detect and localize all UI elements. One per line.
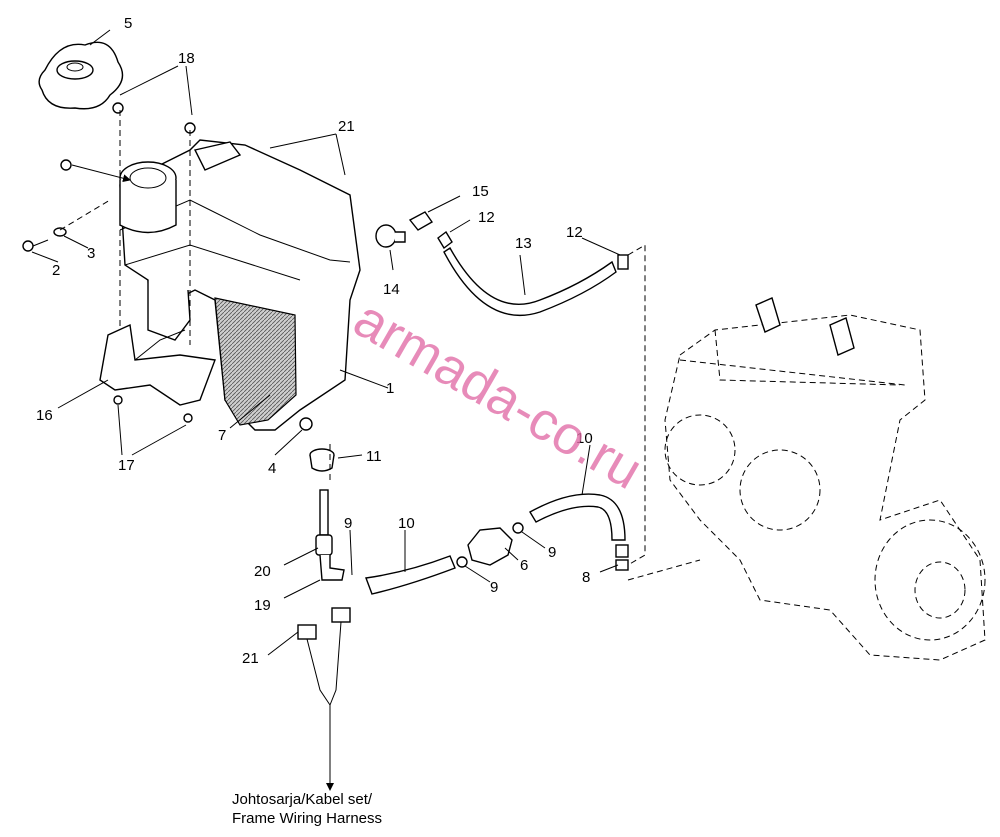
callout-10b: 10 xyxy=(398,515,415,532)
callout-10a: 10 xyxy=(576,430,593,447)
filler-cap xyxy=(38,41,124,110)
leader-lines xyxy=(31,29,621,656)
callout-11: 11 xyxy=(366,448,382,465)
callout-18: 18 xyxy=(178,50,195,67)
caption-line-1: Johtosarja/Kabel set/ xyxy=(232,791,373,808)
oil-tank xyxy=(119,139,361,431)
callout-4: 4 xyxy=(268,460,276,477)
tank-bracket xyxy=(99,323,216,406)
callout-15: 15 xyxy=(472,183,489,200)
callout-21a: 21 xyxy=(338,118,355,135)
callout-19: 19 xyxy=(254,597,271,614)
callout-1: 1 xyxy=(386,380,394,397)
heat-shield xyxy=(214,297,297,426)
level-sensor xyxy=(309,448,345,581)
callout-9c: 9 xyxy=(490,579,498,596)
callout-14: 14 xyxy=(383,281,400,298)
callouts: 1 2 3 4 5 6 7 8 9 9 9 10 10 11 12 12 13 … xyxy=(36,15,593,667)
callout-12b: 12 xyxy=(566,224,583,241)
hose-10-upper xyxy=(529,493,629,571)
callout-7: 7 xyxy=(218,427,226,444)
callout-6: 6 xyxy=(520,557,528,574)
callout-21b: 21 xyxy=(242,650,259,667)
callout-9b: 9 xyxy=(548,544,556,561)
callout-17: 17 xyxy=(118,457,135,474)
callout-13: 13 xyxy=(515,235,532,252)
callout-16: 16 xyxy=(36,407,53,424)
callout-20: 20 xyxy=(254,563,271,580)
engine xyxy=(664,297,986,661)
callout-8: 8 xyxy=(582,569,590,586)
routing-lines xyxy=(59,110,701,581)
oil-filter xyxy=(456,522,524,568)
wiring-connector xyxy=(297,607,351,791)
hose-10-lower xyxy=(365,555,456,595)
callout-12a: 12 xyxy=(478,209,495,226)
callout-2: 2 xyxy=(52,262,60,279)
callout-3: 3 xyxy=(87,245,95,262)
callout-5: 5 xyxy=(124,15,132,32)
caption-line-2: Frame Wiring Harness xyxy=(232,810,382,827)
vent-hose xyxy=(375,211,629,317)
callout-9a: 9 xyxy=(344,515,352,532)
